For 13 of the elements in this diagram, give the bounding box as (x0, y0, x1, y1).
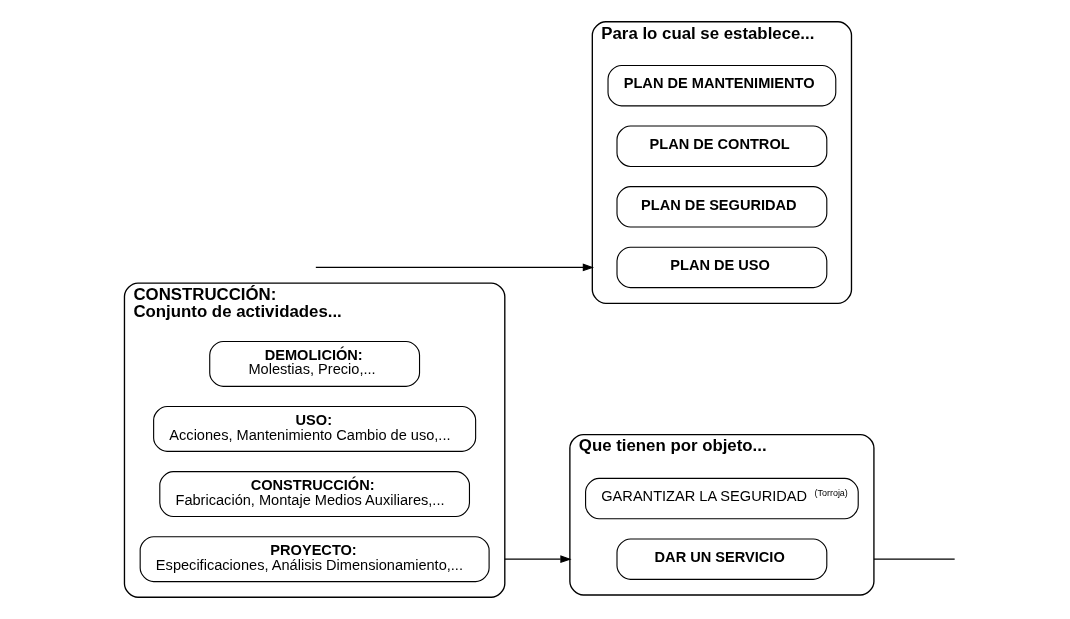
node-box: CONSTRUCCIÓN: Fabricación, Montaje Medios Auxiliares,... (158, 471, 470, 518)
node-box: PLAN DE SEGURIDAD (615, 186, 827, 228)
node-box: PLAN DE CONTROL (615, 125, 827, 167)
node-box: DEMOLICIÓN: Molestias, Precio,... (208, 340, 420, 387)
arrow (503, 555, 572, 564)
node-box: PLAN DE USO (615, 246, 827, 289)
node-box: PLAN DE MANTENIMIENTO (606, 64, 836, 107)
node-box: DAR UN SERVICIO (615, 538, 827, 580)
node-box: GARANTIZAR LA SEGURIDAD$^{(Torroja)}$ (584, 477, 859, 520)
arrow (314, 263, 594, 272)
node-box: PROYECTO: Especificaciones, Análisis Dimensionamiento,... (139, 536, 490, 583)
node-box: USO: Acciones, Mantenimiento Cambio de uso,... (152, 406, 476, 452)
connector (872, 558, 955, 560)
